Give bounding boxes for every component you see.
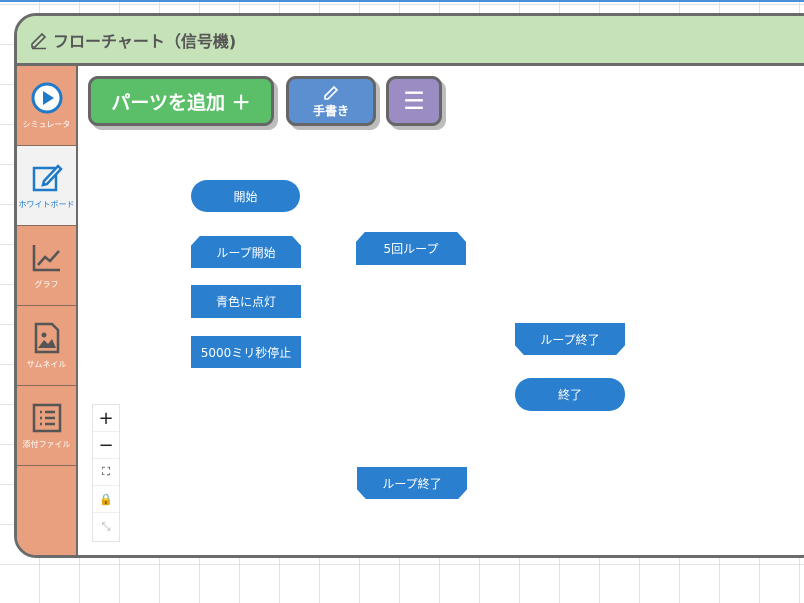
- add-parts-button[interactable]: パーツを追加 ＋: [88, 76, 274, 126]
- sidebar-item-label: サムネイル: [26, 360, 67, 369]
- handwriting-label: 手書き: [312, 103, 349, 118]
- sidebar-item-label: 添付ファイル: [22, 440, 71, 449]
- sidebar-item-graph[interactable]: グラフ: [17, 226, 76, 306]
- zoom-controls: + − ⛶ 🔒 ⤡: [92, 404, 120, 542]
- node-start[interactable]: 開始: [191, 180, 300, 212]
- sidebar-item-thumbnail[interactable]: サムネイル: [17, 306, 76, 386]
- reset-view-button[interactable]: ⤡: [101, 519, 111, 533]
- play-icon: [31, 82, 62, 114]
- lock-icon[interactable]: 🔒: [93, 486, 119, 513]
- node-loop-end[interactable]: ループ終了: [357, 467, 467, 499]
- window-title: フローチャート（信号機): [53, 31, 237, 51]
- handwriting-button[interactable]: 手書き: [286, 76, 376, 126]
- sidebar-item-label: ホワイトボード: [18, 200, 75, 209]
- graph-icon: [32, 245, 60, 272]
- sidebar: シミュレータ ホワイトボード グラフ サムネイル: [17, 66, 78, 555]
- sidebar-item-label: シミュレータ: [22, 120, 71, 129]
- node-blue-on[interactable]: 青色に点灯: [191, 285, 301, 318]
- top-accent-bar: [0, 0, 804, 2]
- flowchart-window: フローチャート（信号機) シミュレータ ホワイトボード グラフ: [14, 13, 804, 558]
- node-loop-start[interactable]: ループ開始: [191, 236, 301, 268]
- node-end[interactable]: 終了: [515, 378, 625, 411]
- whiteboard-canvas[interactable]: パーツを追加 ＋ 手書き ☰ + − ⛶ 🔒 ⤡: [78, 66, 804, 555]
- menu-button[interactable]: ☰: [386, 76, 442, 126]
- node-wait[interactable]: 5000ミリ秒停止: [191, 336, 301, 368]
- fit-view-button[interactable]: ⛶: [93, 459, 119, 486]
- pencil-icon: [324, 85, 339, 100]
- pencil-icon: [31, 32, 47, 49]
- node-loop-end[interactable]: ループ終了: [515, 323, 625, 355]
- list-icon: [32, 403, 61, 433]
- sidebar-item-simulator[interactable]: シミュレータ: [17, 66, 76, 146]
- sidebar-item-attachments[interactable]: 添付ファイル: [17, 386, 76, 466]
- edit-icon: [32, 164, 63, 192]
- sidebar-item-whiteboard[interactable]: ホワイトボード: [17, 146, 76, 226]
- zoom-out-button[interactable]: −: [93, 432, 119, 459]
- sidebar-item-label: グラフ: [34, 280, 59, 289]
- node-loop-5[interactable]: 5回ループ: [356, 232, 466, 265]
- zoom-in-button[interactable]: +: [93, 405, 119, 432]
- title-bar: フローチャート（信号機): [17, 16, 804, 66]
- image-icon: [34, 322, 59, 354]
